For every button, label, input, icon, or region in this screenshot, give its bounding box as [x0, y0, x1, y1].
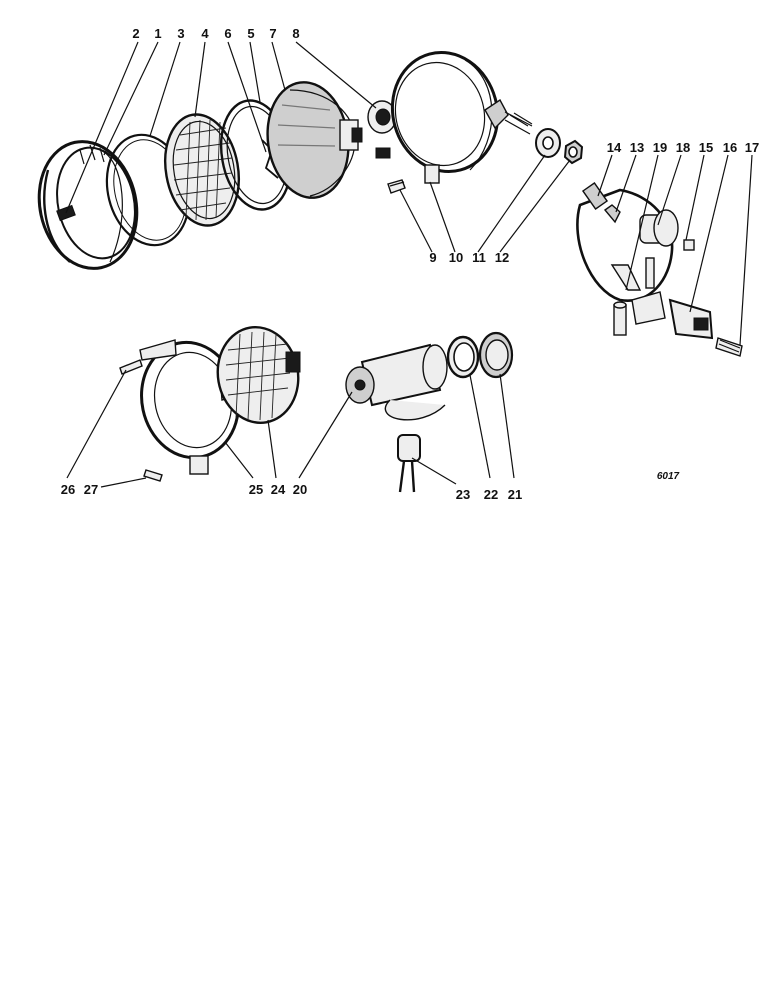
- clamp-bracket-16: [668, 298, 714, 340]
- callout-22: 22: [484, 487, 498, 502]
- callout-3: 3: [177, 26, 184, 41]
- lamp-body: [390, 51, 533, 184]
- callout-25: 25: [249, 482, 263, 497]
- callout-8: 8: [292, 26, 299, 41]
- callout-10: 10: [449, 250, 463, 265]
- callout-12: 12: [495, 250, 509, 265]
- reflector: [266, 81, 363, 199]
- leader-lines: [65, 41, 753, 488]
- callout-23: 23: [456, 487, 470, 502]
- callout-20: 20: [293, 482, 307, 497]
- screw-26: [119, 359, 143, 375]
- nut-12: [563, 139, 584, 165]
- callout-27: 27: [84, 482, 98, 497]
- callout-18: 18: [676, 140, 690, 155]
- callout-19: 19: [653, 140, 667, 155]
- headlamp-rim: [37, 140, 139, 270]
- callout-9: 9: [429, 250, 436, 265]
- callout-1: 1: [154, 26, 161, 41]
- callout-24: 24: [271, 482, 286, 497]
- callout-5: 5: [247, 26, 254, 41]
- screw-27: [143, 469, 163, 482]
- callout-21: 21: [508, 487, 522, 502]
- callout-labels: 2 1 3 4 6 5 7 8 9 10 11 12 14 13 19 18 1…: [61, 26, 759, 502]
- lamp-assembly-20: [345, 343, 448, 421]
- ring-22: [446, 335, 480, 379]
- sealed-beam-lens: [164, 113, 240, 227]
- callout-13: 13: [630, 140, 644, 155]
- connector-23: [397, 434, 421, 493]
- bolt-17: [715, 337, 743, 357]
- callout-11: 11: [472, 250, 486, 265]
- callout-17: 17: [745, 140, 759, 155]
- callout-15: 15: [699, 140, 713, 155]
- callout-6: 6: [224, 26, 231, 41]
- lens-21: [478, 331, 514, 379]
- callout-7: 7: [269, 26, 276, 41]
- callout-4: 4: [201, 26, 209, 41]
- washer-11: [535, 128, 561, 158]
- lamp-unit-24: [216, 326, 301, 424]
- mounting-stud-9: [387, 179, 406, 194]
- figure-reference-code: 6017: [657, 471, 680, 482]
- lamp-housing-25: [139, 339, 243, 475]
- callout-14: 14: [607, 140, 622, 155]
- callout-2: 2: [132, 26, 139, 41]
- callout-16: 16: [723, 140, 737, 155]
- callout-26: 26: [61, 482, 75, 497]
